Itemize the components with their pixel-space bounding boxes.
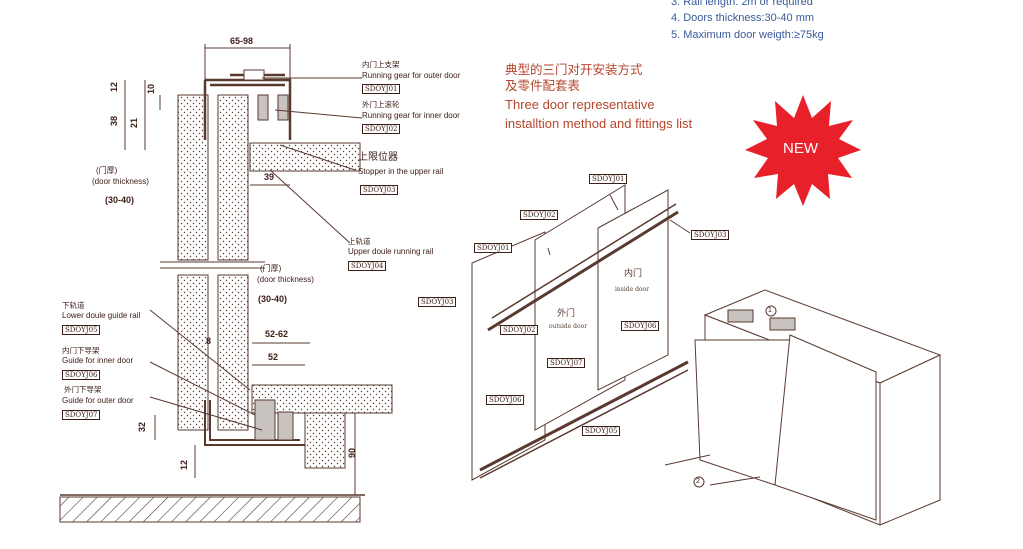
dim-h21: 21 <box>129 117 139 128</box>
spec-door-thickness: 4. Doors thickness:30-40 mm <box>671 12 815 24</box>
stopper-en: Stopper in the upper rail <box>358 167 444 176</box>
exploded-view-drawing <box>471 184 691 481</box>
upper-rail-cn: 上轨道 <box>348 237 371 246</box>
guide-inner-cn: 内门下导架 <box>62 346 100 355</box>
new-badge: NEW <box>783 140 818 157</box>
outer-door-en: outside door <box>549 323 588 330</box>
exploded-code-lower: SDOYJ06 <box>486 395 525 405</box>
outer-gear-code: SDOYJ01 <box>362 84 401 94</box>
guide-inner-en: Guide for inner door <box>62 356 134 365</box>
cabinet-step-2: 2 <box>696 478 700 485</box>
cabinet-step-1: 1 <box>768 307 772 314</box>
cross-section-drawing <box>59 44 393 523</box>
exploded-code-left2: SDOYJ01 <box>474 243 513 253</box>
lower-rail-cn: 下轨道 <box>62 301 85 310</box>
upper-rail-code: SDOYJ04 <box>348 261 387 271</box>
dim-h12-top: 12 <box>109 81 119 92</box>
heading-cn-line1: 典型的三门对开安装方式 <box>505 63 643 77</box>
dim-h8: 8 <box>206 336 212 346</box>
lower-rail-code: SDOYJ05 <box>62 325 101 335</box>
cabinet-drawing <box>664 289 942 526</box>
inner-door-en: inside door <box>615 286 650 293</box>
exploded-code-left1: SDOYJ02 <box>520 210 559 220</box>
exploded-code-leftfar: SDOYJ03 <box>418 297 457 307</box>
dim-h32: 32 <box>137 421 147 432</box>
thickness-2-val: (30-40) <box>258 294 288 304</box>
new-badge-starburst <box>745 95 861 206</box>
inner-door-cn: 内门 <box>624 269 643 279</box>
thickness-2-en: (door thickness) <box>257 275 314 284</box>
heading-cn-line2: 及零件配套表 <box>505 79 581 93</box>
dim-h10: 10 <box>146 83 156 94</box>
heading-en-line2: installtion method and fittings list <box>505 116 693 131</box>
inner-gear-en: Running gear for inner door <box>362 111 460 120</box>
dim-h12-bottom: 12 <box>179 459 189 470</box>
exploded-code-inner: SDOYJ06 <box>621 321 660 331</box>
exploded-code-top: SDOYJ01 <box>589 174 628 184</box>
exploded-code-center: SDOYJ07 <box>547 358 586 368</box>
dim-h38: 38 <box>109 115 119 126</box>
exploded-code-right: SDOYJ03 <box>691 230 730 240</box>
guide-inner-code: SDOYJ06 <box>62 370 101 380</box>
exploded-code-mid: SDOYJ02 <box>500 325 539 335</box>
thickness-1-val: (30-40) <box>105 195 135 205</box>
guide-outer-en: Guide for outer door <box>62 396 134 405</box>
thickness-2-cn: (门厚) <box>260 264 282 273</box>
spec-max-weight: 5. Maximum door weigth:≥75kg <box>671 29 824 41</box>
heading-en-line1: Three door representative <box>505 97 655 112</box>
thickness-1-en: (door thickness) <box>92 177 149 186</box>
exploded-code-bottom: SDOYJ05 <box>582 426 621 436</box>
stopper-cn: 上限位器 <box>358 152 398 163</box>
outer-door-cn: 外门 <box>557 309 576 319</box>
dim-h90: 90 <box>347 447 357 458</box>
outer-gear-cn: 内门上支架 <box>362 60 400 69</box>
dim-w52-62: 52-62 <box>265 329 289 339</box>
inner-gear-code: SDOYJ02 <box>362 124 401 134</box>
stopper-code: SDOYJ03 <box>360 185 399 195</box>
thickness-1-cn: (门厚) <box>96 166 118 175</box>
spec-rail-length: 3. Rail length: 2m or required <box>671 0 813 8</box>
outer-gear-en: Running gear for outer door <box>362 71 461 80</box>
dim-top-width: 65-98 <box>230 36 254 46</box>
guide-outer-cn: 外门下导架 <box>64 385 102 394</box>
lower-rail-en: Lower doule guide rail <box>62 311 141 320</box>
inner-gear-cn: 外门上滚轮 <box>362 100 400 109</box>
guide-outer-code: SDOYJ07 <box>62 410 101 420</box>
dim-w39: 39 <box>264 172 275 182</box>
dim-w52: 52 <box>268 352 279 362</box>
upper-rail-en: Upper doule running rail <box>348 247 434 256</box>
